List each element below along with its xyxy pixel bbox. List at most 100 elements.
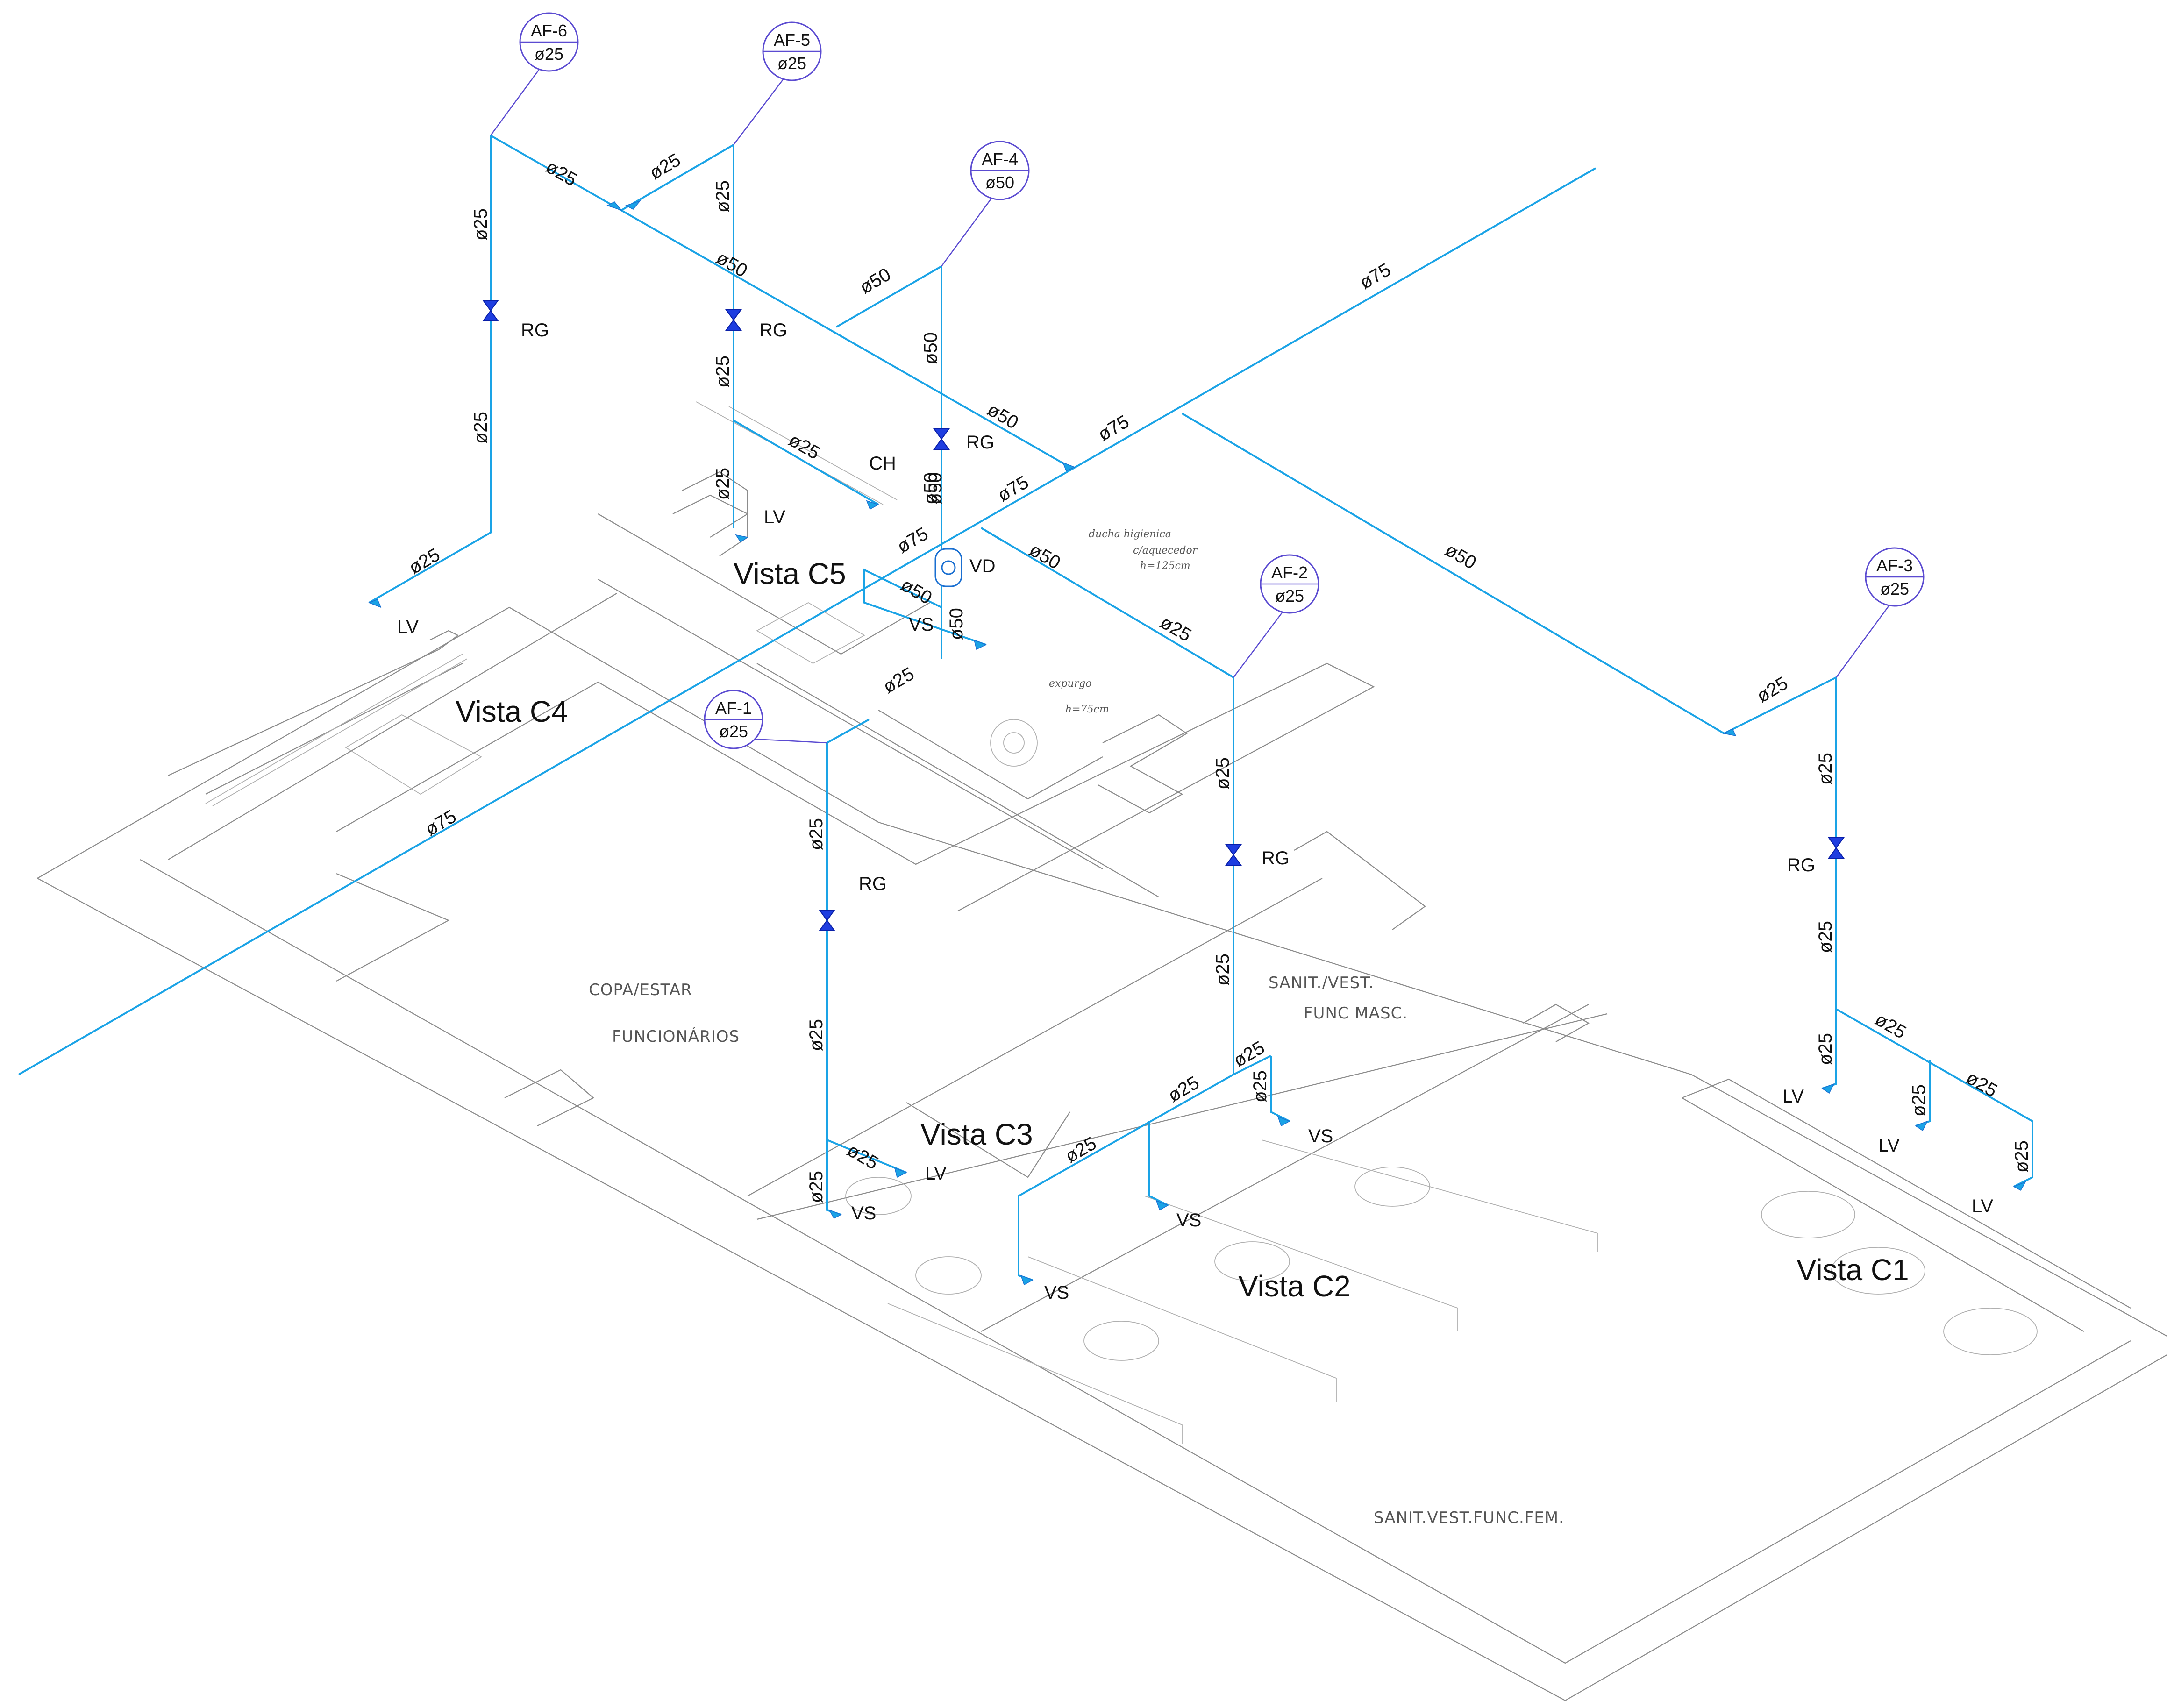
dim-label: ø50: [920, 472, 941, 505]
riser-af4: AF-4 ø50: [970, 141, 1030, 200]
drain-valve-label: VD: [969, 556, 996, 576]
room-labels: COPA/ESTAR FUNCIONÁRIOS SANIT./VEST. FUN…: [589, 974, 1564, 1527]
fixture-labels: RG RG RG RG RG RG LV LV LV LV LV LV CH V…: [397, 320, 1993, 1303]
riser-tag: AF-6: [531, 21, 567, 40]
gate-valves: [482, 300, 1845, 931]
note-text: h=125cm: [1140, 560, 1190, 572]
dim-label: ø25: [1815, 1033, 1836, 1065]
room-label: SANIT./VEST.: [1269, 974, 1374, 992]
dim-label: ø25: [806, 818, 827, 850]
riser-diameter: ø25: [777, 54, 806, 73]
riser-af3: AF-3 ø25: [1865, 547, 1925, 607]
dim-label: ø25: [713, 180, 733, 213]
note-text: c/aquecedor: [1133, 545, 1198, 556]
toilet-label: VS: [909, 614, 934, 635]
riser-diameter: ø25: [1880, 579, 1909, 598]
valve-icon: [482, 300, 499, 321]
dim-label: ø50: [925, 472, 946, 505]
dim-label: ø50: [713, 248, 751, 282]
room-label: COPA/ESTAR: [589, 981, 692, 999]
dim-label: ø50: [898, 575, 936, 609]
dim-label: ø50: [946, 608, 967, 640]
dim-label: ø25: [470, 412, 491, 444]
dim-label: ø25: [1872, 1009, 1910, 1043]
room-label: FUNCIONÁRIOS: [612, 1027, 740, 1046]
valve-label: RG: [966, 432, 994, 453]
dim-label: ø25: [713, 356, 733, 388]
riser-af2: AF-2 ø25: [1260, 554, 1319, 614]
dim-label: ø50: [984, 399, 1022, 434]
valve-label: RG: [859, 874, 887, 894]
pipe-network: [18, 135, 2033, 1281]
dim-label: ø25: [713, 468, 733, 500]
dim-label: ø25: [713, 468, 733, 500]
view-c1-label: Vista C1: [1796, 1253, 1909, 1287]
dim-label: ø25: [1250, 1070, 1270, 1103]
view-c2-label: Vista C2: [1238, 1269, 1351, 1303]
valve-icon: [1225, 844, 1242, 866]
dim-label: ø25: [1212, 757, 1233, 790]
valve-label: RG: [759, 320, 787, 341]
riser-diameter: ø25: [535, 44, 563, 64]
dim-label: ø25: [406, 544, 444, 578]
toilet-label: VS: [1308, 1126, 1333, 1146]
note-text: ducha higienica: [1089, 528, 1171, 540]
riser-diameter: ø50: [985, 173, 1014, 192]
dim-label: ø25: [2011, 1140, 2032, 1173]
dim-label: ø75: [994, 472, 1033, 506]
valve-icon: [819, 910, 835, 931]
riser-diameter: ø25: [719, 722, 748, 741]
valve-label: RG: [1262, 848, 1290, 868]
view-labels: Vista C5 Vista C4 Vista C3 Vista C2 Vist…: [456, 557, 1909, 1303]
vd-valve-icon: [934, 548, 962, 587]
view-c3-label: Vista C3: [920, 1117, 1033, 1151]
room-label: SANIT.VEST.FUNC.FEM.: [1374, 1509, 1564, 1527]
dim-label: ø25: [1165, 1072, 1203, 1106]
lavatory-label: LV: [1972, 1196, 1993, 1217]
note-text: expurgo: [1049, 678, 1092, 690]
dim-label: ø75: [422, 806, 460, 840]
riser-tag: AF-3: [1876, 556, 1913, 575]
lavatory-label: LV: [1878, 1135, 1900, 1156]
riser-af1: AF-1 ø25: [704, 690, 763, 749]
riser-tag: AF-2: [1271, 563, 1308, 582]
dim-label: ø25: [1212, 954, 1233, 986]
lavatory-label: LV: [925, 1163, 947, 1184]
shower-label: CH: [869, 453, 896, 474]
toilet-label: VS: [1044, 1282, 1069, 1303]
dim-label: ø50: [1026, 540, 1064, 574]
dim-label: ø25: [1909, 1084, 1929, 1117]
notes: ducha higienica c/aquecedor h=125cm expu…: [1049, 528, 1198, 715]
valve-label: RG: [1787, 855, 1815, 875]
dim-label: ø50: [920, 332, 941, 364]
dim-label: ø25: [785, 430, 824, 464]
riser-tag: AF-5: [774, 30, 810, 50]
valve-label: RG: [521, 320, 549, 341]
riser-tag: AF-1: [715, 698, 752, 718]
dim-label: ø25: [470, 208, 491, 241]
riser-af5: AF-5 ø25: [762, 21, 822, 81]
toilet-label: VS: [1176, 1210, 1201, 1231]
architecture-floor-plan: [37, 401, 2167, 1701]
dim-label: ø25: [844, 1140, 882, 1174]
dim-label: ø25: [1157, 612, 1195, 646]
riser-callouts: AF-6 ø25 AF-5 ø25 AF-4 ø50 AF-2 ø25 AF-3…: [490, 12, 1925, 749]
view-c4-label: Vista C4: [456, 695, 568, 728]
dim-label: ø25: [1815, 921, 1836, 953]
room-label: FUNC MASC.: [1304, 1004, 1408, 1023]
dim-label: ø25: [646, 149, 684, 184]
note-text: h=75cm: [1065, 704, 1109, 715]
dim-label: ø50: [856, 264, 895, 298]
valve-icon: [1828, 837, 1845, 859]
toilet-label: VS: [851, 1203, 876, 1224]
flow-arrows: [368, 200, 2026, 1286]
lavatory-label: LV: [1782, 1086, 1804, 1107]
dim-label: ø25: [880, 663, 918, 697]
dim-label: ø25: [1963, 1068, 2001, 1102]
lavatory-label: LV: [397, 617, 419, 637]
valve-icon: [725, 309, 742, 331]
dim-label: ø25: [542, 157, 581, 191]
dim-label: ø25: [1230, 1037, 1269, 1071]
riser-tag: AF-4: [982, 149, 1018, 169]
